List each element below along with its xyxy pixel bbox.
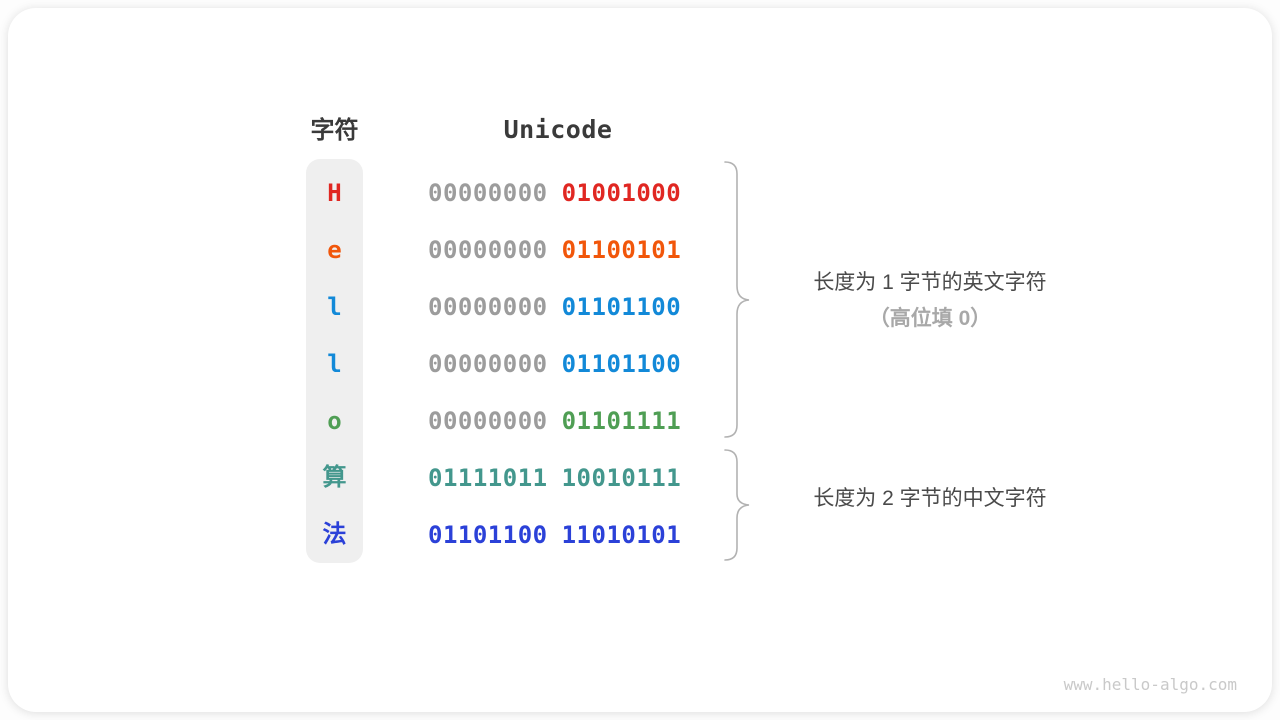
low-byte: 01101100 <box>561 293 682 321</box>
low-byte: 01101100 <box>561 350 682 378</box>
character-cell: 法 <box>322 521 347 548</box>
character-column-background <box>306 159 363 563</box>
unicode-binary: 00000000 01101111 <box>428 405 681 437</box>
annotation-english-line1: 长度为 1 字节的英文字符 <box>813 271 1047 294</box>
table-row: 算 01111011 10010111 <box>0 462 1280 494</box>
table-row: l 00000000 01101100 <box>0 291 1280 323</box>
character-cell: e <box>327 236 342 264</box>
brace-english-icon <box>724 161 750 438</box>
annotation-chinese: 长度为 2 字节的中文字符 <box>813 487 1047 510</box>
unicode-binary: 00000000 01101100 <box>428 348 681 380</box>
low-byte: 01100101 <box>561 236 682 264</box>
table-row: e 00000000 01100101 <box>0 234 1280 266</box>
high-byte: 00000000 <box>428 293 548 321</box>
character-cell: l <box>327 350 342 378</box>
character-cell: l <box>327 293 342 321</box>
high-byte: 01111011 <box>428 464 548 492</box>
brace-group <box>724 161 750 561</box>
brace-chinese-icon <box>724 449 750 561</box>
low-byte: 01001000 <box>561 179 682 207</box>
unicode-binary: 00000000 01101100 <box>428 291 681 323</box>
table-row: 法 01101100 11010101 <box>0 519 1280 551</box>
high-byte: 00000000 <box>428 236 548 264</box>
low-byte: 01101111 <box>561 407 682 435</box>
low-byte: 10010111 <box>561 464 682 492</box>
table-row: o 00000000 01101111 <box>0 405 1280 437</box>
unicode-binary: 00000000 01001000 <box>428 177 681 209</box>
table-row: H 00000000 01001000 <box>0 177 1280 209</box>
unicode-binary: 01101100 11010101 <box>428 519 681 551</box>
table-row: l 00000000 01101100 <box>0 348 1280 380</box>
column-header-char: 字符 <box>310 117 359 144</box>
unicode-binary: 00000000 01100101 <box>428 234 681 266</box>
annotation-english-line2: （高位填 0） <box>868 307 992 330</box>
low-byte: 11010101 <box>561 521 682 549</box>
high-byte: 00000000 <box>428 407 548 435</box>
unicode-binary: 01111011 10010111 <box>428 462 681 494</box>
character-cell: 算 <box>322 464 347 491</box>
column-header-unicode: Unicode <box>503 115 613 144</box>
watermark: www.hello-algo.com <box>1063 675 1237 694</box>
high-byte: 01101100 <box>428 521 548 549</box>
high-byte: 00000000 <box>428 350 548 378</box>
character-cell: H <box>327 179 342 207</box>
character-cell: o <box>327 407 342 435</box>
diagram-card <box>8 8 1272 712</box>
annotation-english: 长度为 1 字节的英文字符 （高位填 0） <box>790 265 1070 337</box>
high-byte: 00000000 <box>428 179 548 207</box>
